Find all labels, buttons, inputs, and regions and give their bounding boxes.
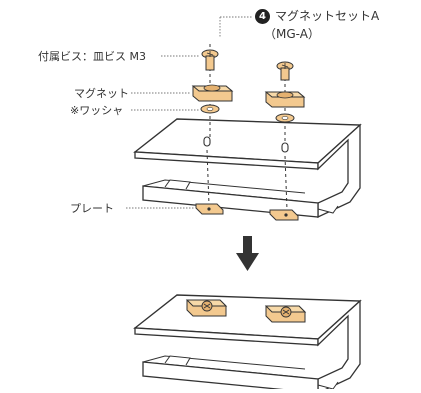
plate-label: プレート [70,202,114,215]
magnet-assembled-left [185,299,228,317]
step-number-badge: 4 [255,9,270,24]
product-name-label: マグネットセットA [275,9,380,23]
screw-right [276,61,294,81]
arrow-down-icon [236,236,259,271]
product-code-label: （MG-A） [264,27,320,41]
washer-left [200,104,220,114]
magnet-right [264,91,306,108]
plate-right [269,209,299,221]
magnet-left [191,84,234,102]
bracket-top [134,118,361,218]
screw-left [201,49,219,71]
leader-lines [126,16,253,209]
magnet-assembled-right [264,305,307,323]
washer-label: ※ワッシャ [70,104,124,117]
washer-right [275,113,295,123]
plate-left [195,203,224,215]
screw-label: 付属ビス：皿ビス M3 [38,50,146,63]
bracket-assembled [134,294,361,393]
magnet-label: マグネット [74,87,129,100]
